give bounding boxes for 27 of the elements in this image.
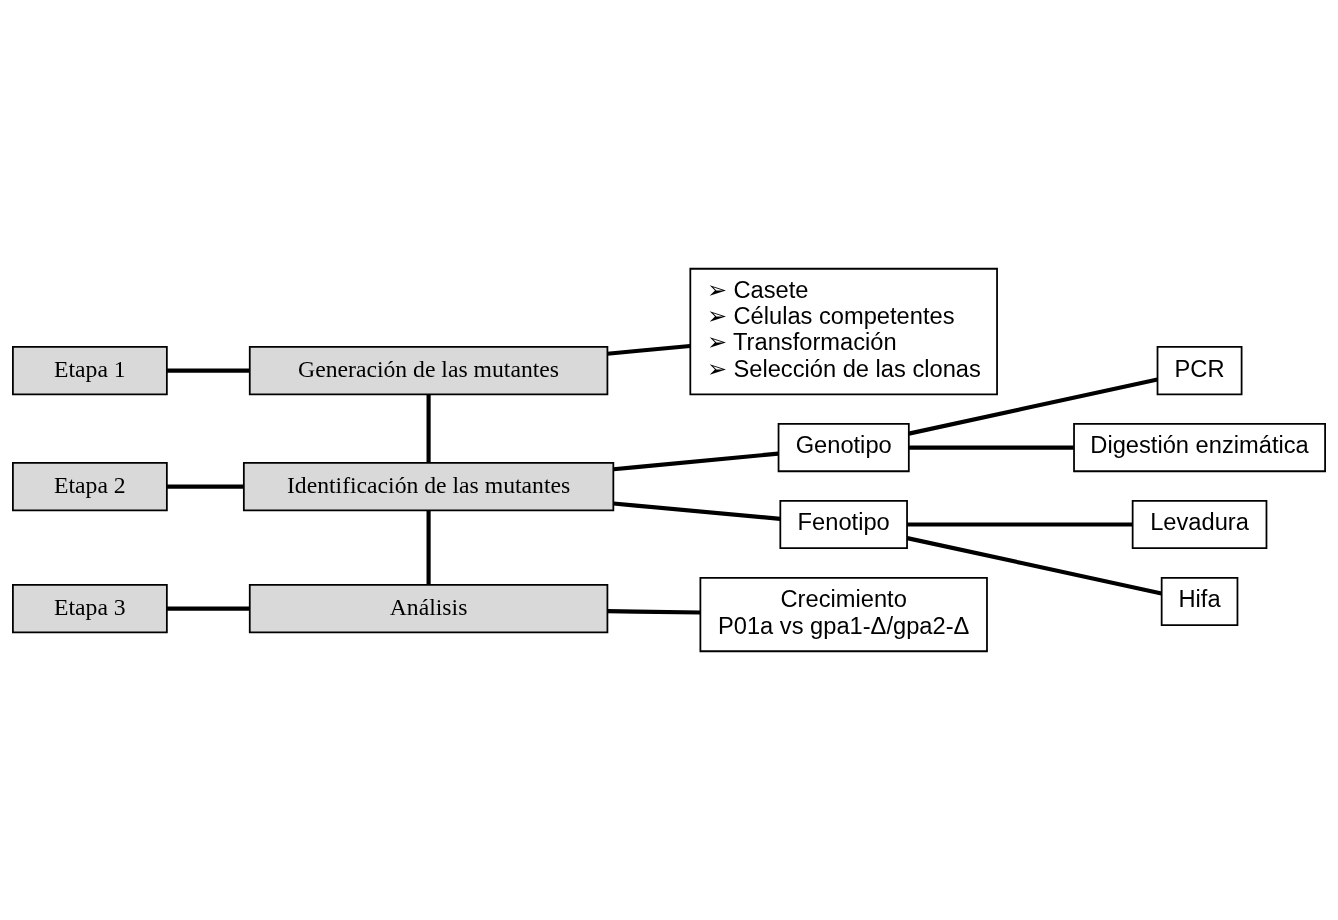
connector	[607, 343, 691, 356]
node-box: Digestión enzimática	[1073, 423, 1326, 473]
connector	[907, 522, 1133, 527]
connector	[613, 501, 781, 521]
node-box: Hifa	[1160, 576, 1239, 627]
node-box: Generación de las mutantes	[248, 346, 609, 396]
node-box: Crecimiento P01a vs gpa1-Δ/gpa2-Δ	[699, 576, 988, 653]
node-box: ➢ Casete ➢ Células competentes ➢ Transformación ➢ Selección de las clonas	[689, 267, 998, 396]
connector	[166, 484, 244, 489]
connector	[908, 377, 1158, 436]
node-box: PCR	[1156, 346, 1243, 396]
node-box: Genotipo	[777, 423, 910, 473]
connector	[426, 394, 431, 463]
node-box: Etapa 1	[12, 346, 168, 396]
connector	[613, 451, 779, 472]
connector	[166, 606, 250, 611]
node-box: Identificación de las mutantes	[242, 462, 615, 512]
node-box: Etapa 3	[12, 584, 168, 634]
node-box: Levadura	[1131, 499, 1268, 550]
connector	[908, 445, 1074, 450]
node-box: Fenotipo	[779, 499, 908, 550]
connector	[166, 368, 250, 373]
node-box: Análisis	[248, 584, 609, 634]
connector	[906, 536, 1162, 596]
node-box: Etapa 2	[12, 462, 168, 512]
connector	[426, 510, 431, 585]
connector	[607, 609, 701, 615]
